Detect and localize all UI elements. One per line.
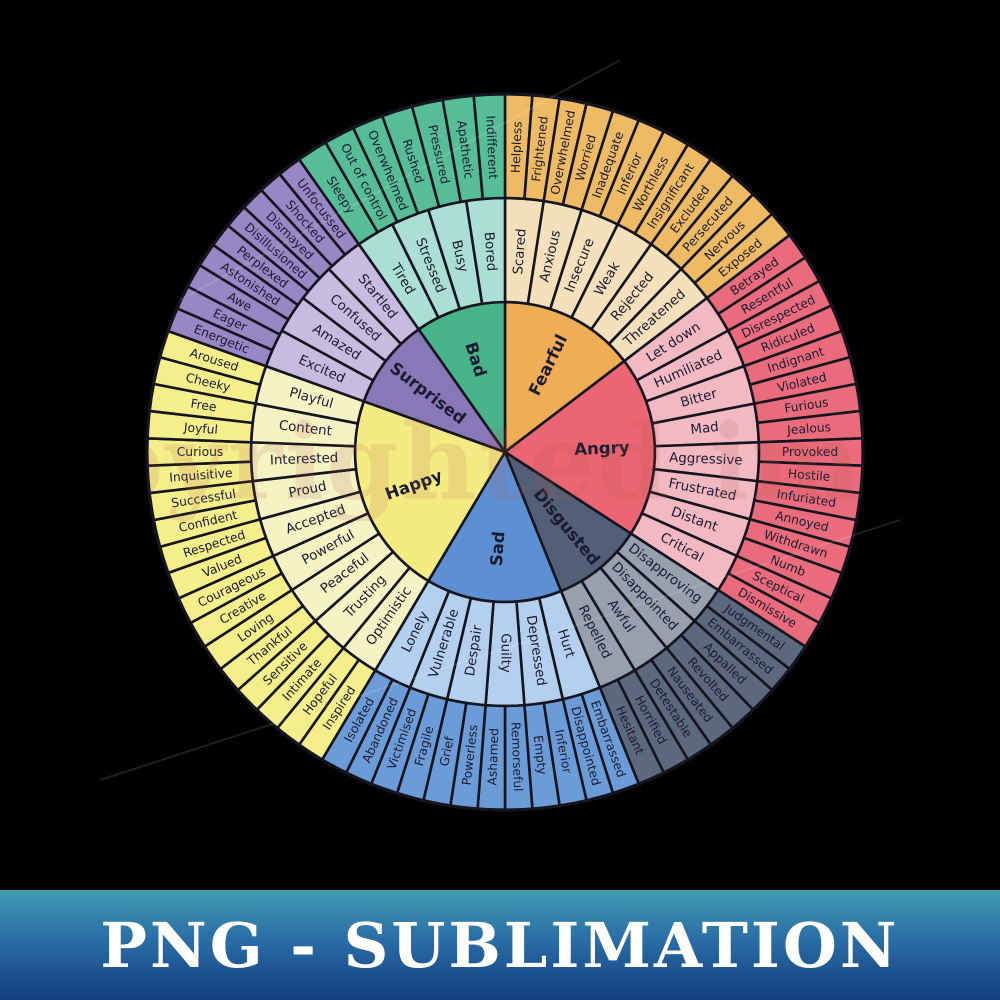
wheel-outer-rim (145, 92, 865, 812)
scratch-line (179, 59, 621, 301)
segment-label: Content (278, 418, 333, 439)
segment-label: Interested (270, 451, 339, 469)
segment-label: Sad (487, 531, 509, 567)
segment-label: Ashamed (485, 728, 501, 786)
segment-label: Powerless (460, 724, 481, 786)
segment-label: Remorseful (508, 722, 525, 792)
product-banner: PNG - SUBLIMATION (0, 890, 1000, 1000)
segment-label: Hostile (787, 467, 830, 484)
segment-label: Indifferent (483, 115, 500, 179)
segment-label: Inquisitive (169, 466, 233, 485)
segment-label: Busy (448, 239, 470, 274)
segment-label: Scared (511, 228, 529, 275)
segment-label: Empty (531, 734, 549, 775)
segment-label: Bored (481, 231, 499, 271)
segment-label: Furious (783, 395, 829, 416)
segment-label: Free (190, 397, 218, 415)
segment-label: Joyful (182, 420, 218, 437)
segment-label: Proud (287, 479, 327, 501)
banner-title: PNG - SUBLIMATION (100, 908, 900, 982)
segment-label: Jealous (786, 420, 832, 437)
segment-label: Provoked (782, 445, 838, 459)
segment-label: Mad (690, 420, 720, 438)
segment-label: Aggressive (669, 451, 743, 469)
segment-label: Angry (574, 438, 630, 459)
segment-label: Helpless (509, 121, 525, 173)
segment-label: Grief (437, 735, 457, 768)
segment-label: Curious (177, 445, 224, 459)
segment-label: Guilty (498, 633, 513, 673)
scratch-line (99, 519, 901, 781)
